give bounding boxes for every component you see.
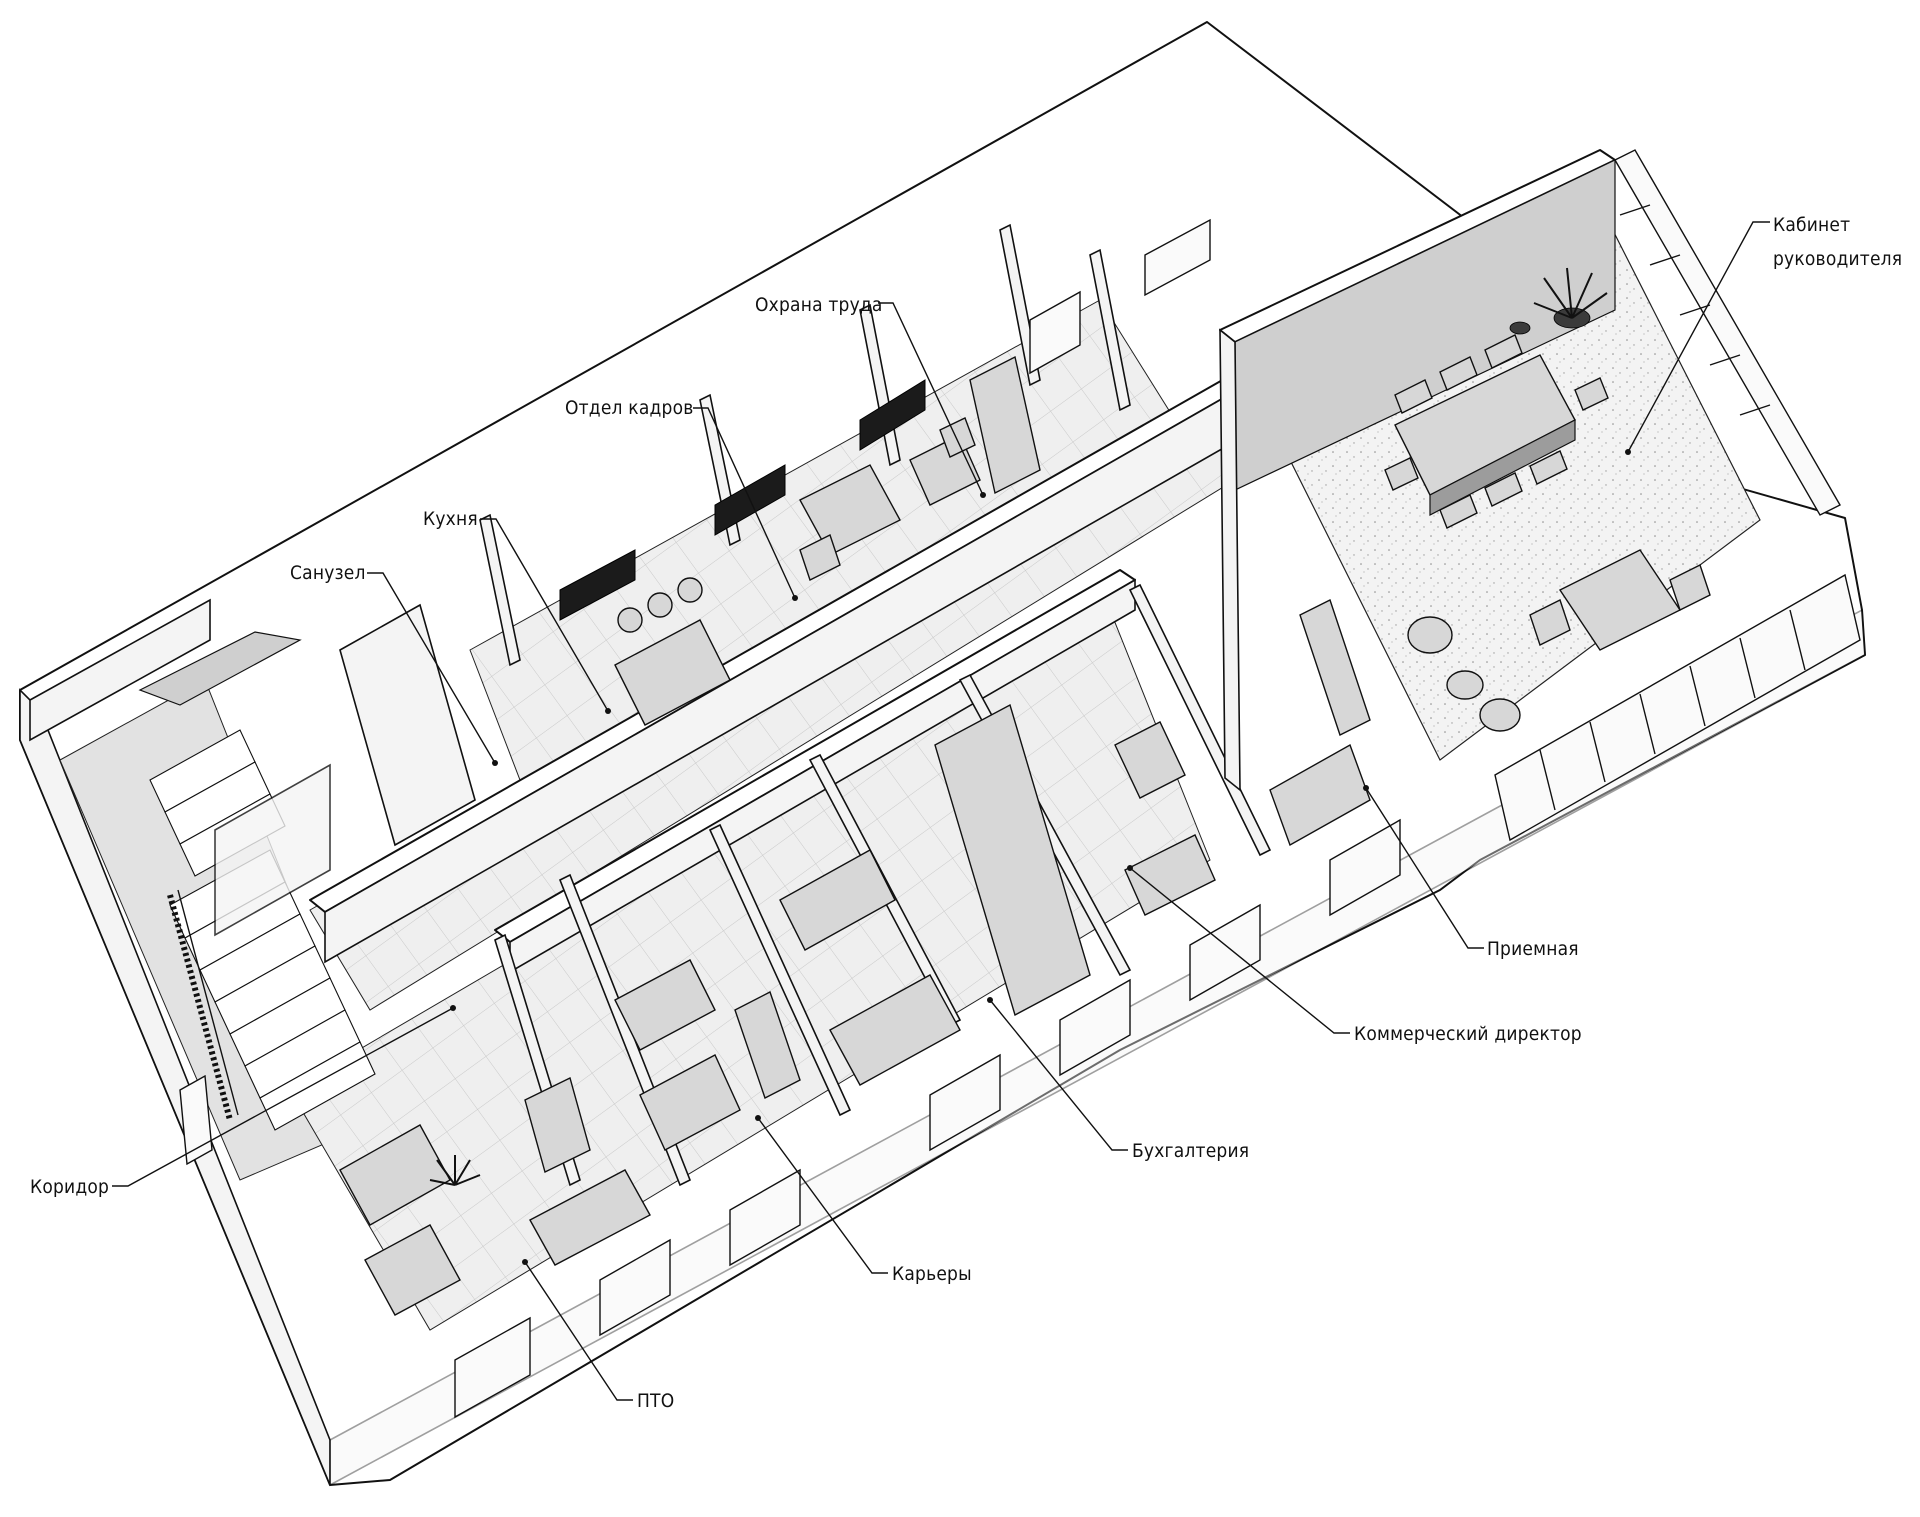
label-kabinet-line1: Кабинет [1773,214,1850,236]
lower-offices-furniture [339,599,1371,1316]
director-furniture [1384,267,1711,732]
south-windows [454,818,1401,1419]
director-glass-facade [1494,149,1861,842]
upper-offices-furniture [614,355,1041,726]
label-pto-text: ПТО [637,1390,674,1412]
label-pto: ПТО [522,1259,674,1412]
label-ohrana-text: Охрана труда [755,294,883,316]
label-priemnaya: Приемная [1363,785,1579,960]
plant-icon [1509,267,1608,335]
label-kuhnya-text: Кухня [423,508,478,530]
label-karery-text: Карьеры [892,1263,972,1285]
label-ohrana: Охрана труда [755,294,986,498]
label-sanuzel-text: Санузел [290,562,366,584]
label-kuhnya: Кухня [423,508,611,714]
partition-walls [214,149,1616,1187]
label-buhgalt: Бухгалтерия [987,997,1249,1162]
conference-chairs [1384,334,1609,529]
label-kommerch: Коммерческий директор [1127,865,1582,1045]
label-priemnaya-text: Приемная [1487,938,1579,960]
label-kadry: Отдел кадров [565,397,798,601]
label-buhgalt-text: Бухгалтерия [1132,1140,1249,1162]
label-kabinet-line2: руководителя [1773,248,1902,270]
room-labels: Кабинет руководителя Охрана труда Отдел … [30,214,1902,1412]
label-karery: Карьеры [755,1115,972,1285]
label-sanuzel: Санузел [290,562,498,766]
label-kabinet: Кабинет руководителя [1625,214,1902,455]
left-staircase [29,598,376,1166]
label-koridor-text: Коридор [30,1176,109,1198]
label-kommerch-text: Коммерческий директор [1354,1023,1582,1045]
label-kadry-text: Отдел кадров [565,397,694,419]
plant-icon [429,1155,481,1186]
label-koridor: Коридор [30,1005,456,1198]
